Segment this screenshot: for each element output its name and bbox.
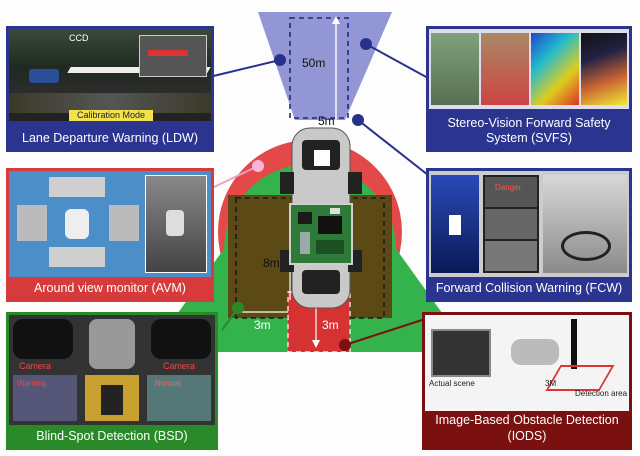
radar-car [449,215,461,235]
svfs-panel: Stereo-Vision Forward Safety System (SVF… [426,26,632,152]
dashboard-view [543,175,627,273]
svfs-zone-outline [289,17,349,119]
warning-label: Warning [17,379,47,388]
iods-panel: Actual scene Detection area 3M Image-Bas… [422,312,632,450]
depth-map [581,33,627,105]
connector-svfs [365,43,429,79]
connector-fcw-dot [352,114,364,126]
avm-images [9,171,211,277]
fcw-images: Danger [429,171,629,277]
warning-frame-3 [485,241,537,271]
ldw-road-image: CCD [9,29,211,93]
actual-scene-label: Actual scene [429,379,475,388]
front-camera-view [49,177,105,197]
car-illustration [511,339,559,365]
car-top-view [65,209,89,239]
right-mirror [151,319,211,359]
circuit-board [289,203,353,265]
avm-caption: Around view monitor (AVM) [34,281,186,295]
ego-car [101,385,123,415]
connector-avm [211,165,259,189]
steering-wheel [561,231,611,261]
calibration-road [9,93,211,113]
warning-frame-2 [485,209,537,239]
connector-avm-dot [252,160,264,172]
svfs-caption: Stereo-Vision Forward Safety System (SVF… [447,116,611,145]
normal-label: Normal [155,379,181,388]
ldw-calibration-strip: Calibration Mode [9,93,211,121]
distance-rear: 3m [322,318,339,332]
radar-view [431,175,479,273]
svfs-images [429,29,629,109]
warning-inset [139,35,207,77]
stereo-left-image [431,33,479,105]
pedestrian-figure [571,319,577,369]
right-blind-spot-view: Normal [147,375,211,421]
fcw-panel: Danger Forward Collision Warning (FCW) [426,168,632,302]
bird-eye-car [166,210,184,236]
rear-camera-view [49,247,105,267]
iods-images: Actual scene Detection area 3M [425,315,629,411]
svfs-zone [258,12,392,120]
car-image [29,69,59,83]
danger-label: Danger [495,183,522,192]
connector-iods-dot [339,339,351,351]
ldw-panel: CCD Calibration Mode Lane Departure Warn… [6,26,214,152]
connector-ldw-dot [274,54,286,66]
connector-svfs-dot [360,38,372,50]
left-camera-view [17,205,47,241]
connector-ldw [204,59,281,79]
camera-left-label: Camera [19,361,52,371]
disparity-map [531,33,579,105]
bsd-caption: Blind-Spot Detection (BSD) [36,429,188,443]
rear-arrow-head [312,340,320,348]
front-arrow-head [332,16,340,24]
left-blind-spot-view: Warning [13,375,77,421]
ccd-label: CCD [69,33,89,43]
lane-view [85,375,139,421]
calibration-tag: Calibration Mode [69,110,153,121]
fcw-caption: Forward Collision Warning (FCW) [435,281,623,295]
camera-right-label: Camera [163,361,196,371]
distance-side: 8m [263,256,280,270]
left-mirror [13,319,73,359]
car-rear-view [89,319,135,369]
bird-eye-view [145,175,207,273]
warning-bar [148,50,188,56]
bsd-images: Camera Camera Warning Normal [9,315,215,425]
connector-fcw [357,119,429,176]
stereo-right-image [481,33,529,105]
ldw-caption: Lane Departure Warning (LDW) [22,131,198,145]
warning-sequence: Danger [483,175,539,273]
detection-area-label: Detection area [575,389,628,398]
distance-front-far: 50m [302,56,326,70]
bsd-panel: Camera Camera Warning Normal Blind-Spot … [6,312,218,450]
connector-bsd-dot [232,302,244,314]
iods-caption: Image-Based Obstacle Detection (IODS) [435,413,619,443]
avm-panel: Around view monitor (AVM) [6,168,214,302]
right-camera-view [109,205,139,241]
distance-front-near: 5m [318,114,335,128]
distance-rear-left: 3m [254,318,271,332]
warning-frame-1: Danger [485,177,537,207]
connector-iods [344,319,423,346]
actual-scene-image [431,329,491,377]
distance-3m-label: 3M [545,379,557,388]
